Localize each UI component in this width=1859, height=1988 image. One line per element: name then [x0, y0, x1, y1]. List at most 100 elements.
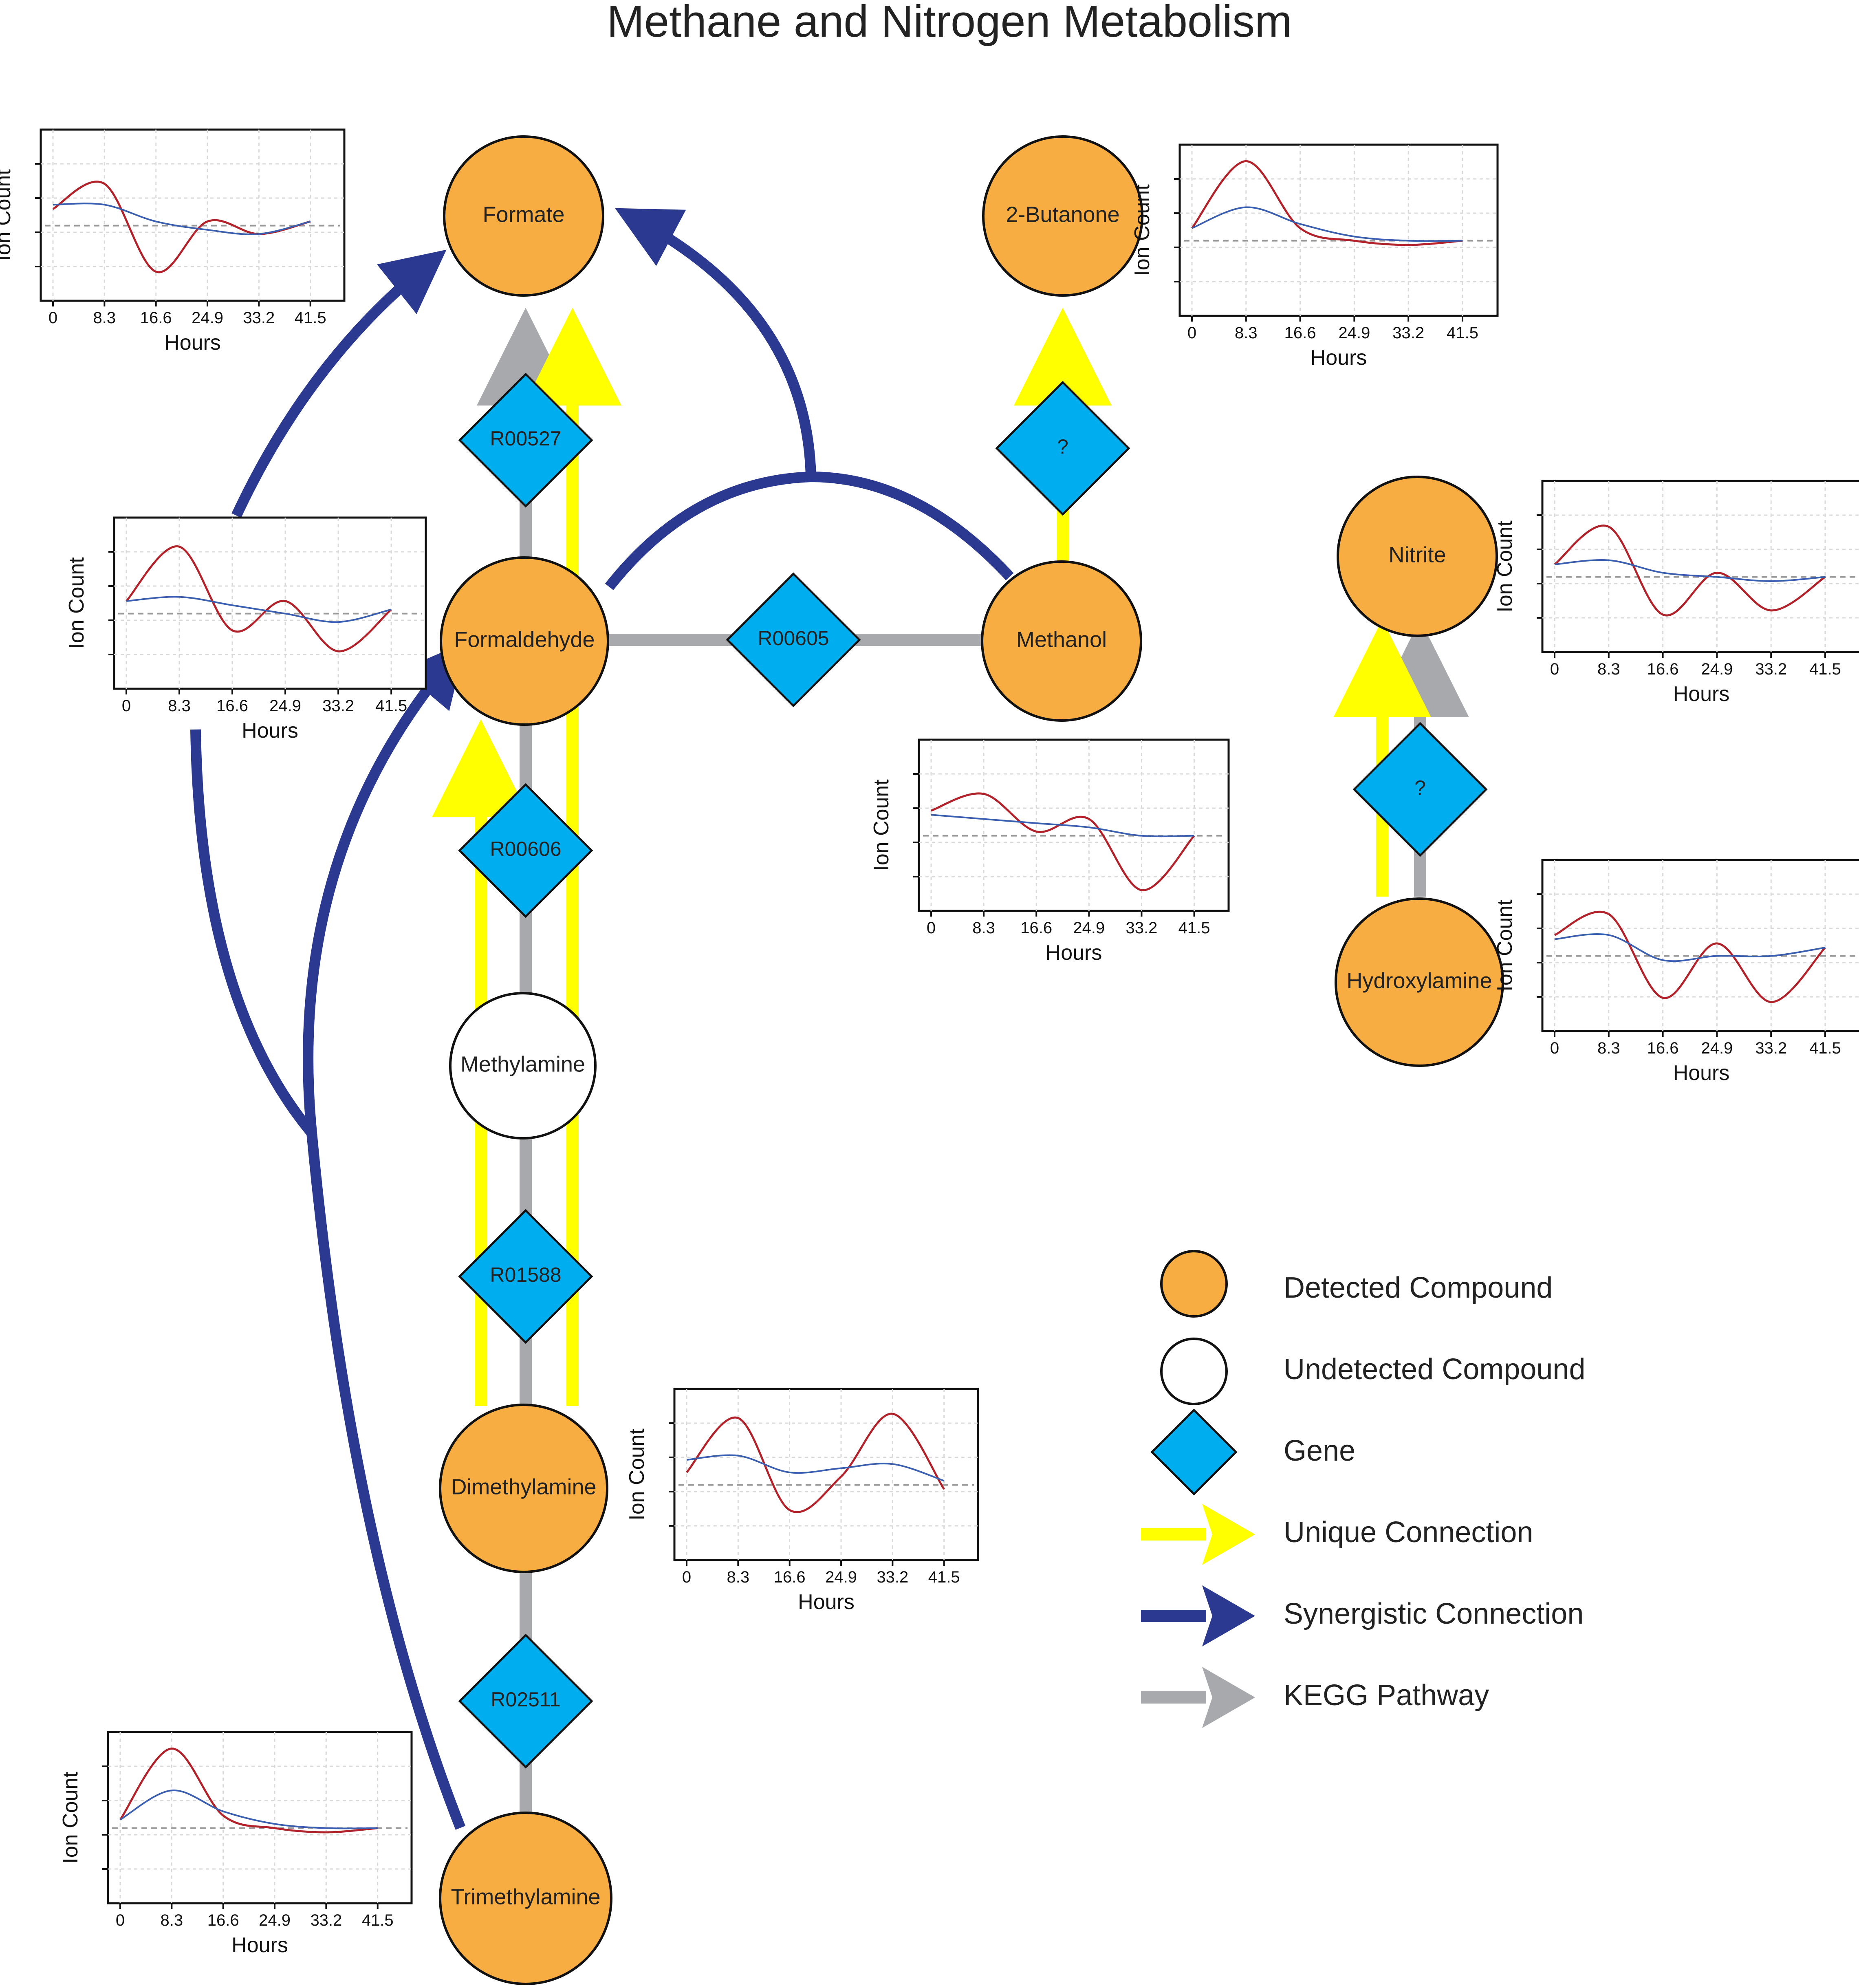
- legend-unique-label: Unique Connection: [1284, 1516, 1533, 1549]
- plot-tick-label: 0: [116, 1911, 125, 1929]
- node-nitrite[interactable]: Nitrite: [1337, 476, 1498, 637]
- plot-tick-label: 41.5: [928, 1568, 960, 1586]
- node-butanone[interactable]: 2-Butanone: [982, 135, 1143, 297]
- plot-tick-label: 0: [48, 309, 57, 327]
- plot-tick-label: 41.5: [1447, 324, 1478, 342]
- plot-tick-label: 16.6: [1647, 1039, 1679, 1057]
- plot-tick-label: 33.2: [310, 1911, 342, 1929]
- node-hydroxylamine[interactable]: Hydroxylamine: [1335, 897, 1504, 1067]
- node-formate-label: Formate: [482, 202, 564, 227]
- plot-tick-label: 33.2: [243, 309, 275, 327]
- synergistic-edge-trimethylamine-formaldehyde: [303, 642, 466, 1830]
- plot-smoothed-series: [119, 1790, 378, 1829]
- gene-butanone-unknown-label: ?: [1057, 435, 1068, 458]
- diagram-title: Methane and Nitrogen Metabolism: [607, 0, 1292, 46]
- plot-tick-label: 16.6: [140, 309, 172, 327]
- plot-smoothed-series: [126, 596, 392, 623]
- plot-tick-label: 24.9: [259, 1911, 291, 1929]
- node-nitrite-label: Nitrite: [1388, 542, 1446, 567]
- plot-frame: [113, 516, 427, 690]
- plot-y-axis-label: Ion Count: [1130, 184, 1154, 276]
- plot-tick-label: 8.3: [727, 1568, 750, 1586]
- plot-tick-label: 33.2: [1392, 324, 1424, 342]
- node-trimethylamine-label: Trimethylamine: [451, 1884, 600, 1909]
- plot-tick-label: 33.2: [1755, 1039, 1787, 1057]
- node-methanol-label: Methanol: [1016, 627, 1107, 652]
- plot-smoothed-series: [931, 814, 1194, 838]
- node-dimethylamine[interactable]: Dimethylamine: [439, 1404, 608, 1573]
- legend-kegg-label: KEGG Pathway: [1284, 1679, 1489, 1712]
- node-dimethylamine-label: Dimethylamine: [451, 1474, 596, 1499]
- plot-x-axis-label: Hours: [1673, 682, 1730, 706]
- plot-tick-label: 0: [1550, 1039, 1559, 1057]
- synergistic-edges: [190, 218, 1014, 1830]
- plot-tick-label: 41.5: [1809, 1039, 1841, 1057]
- gene-nitrite-unknown[interactable]: ?: [1352, 722, 1488, 857]
- plot-y-axis-label: Ion Count: [870, 779, 893, 871]
- node-butanone-label: 2-Butanone: [1006, 202, 1119, 227]
- gene-r01588[interactable]: R01588: [458, 1209, 593, 1344]
- plot-tick-label: 24.9: [269, 697, 301, 715]
- gene-r00605-label: R00605: [758, 627, 829, 650]
- plot-raw-series: [1191, 160, 1463, 246]
- plot-tick-label: 16.6: [1284, 324, 1316, 342]
- plot-tick-label: 24.9: [1073, 919, 1105, 937]
- plot-y-axis-label: Ion Count: [59, 1772, 82, 1864]
- plot-tick-label: 33.2: [1755, 660, 1787, 678]
- plot-tick-label: 41.5: [362, 1911, 394, 1929]
- plot-x-axis-label: Hours: [1311, 346, 1367, 370]
- node-methylamine[interactable]: Methylamine: [449, 992, 597, 1139]
- plot-tick-label: 8.3: [93, 309, 116, 327]
- synergistic-edge-branch: [190, 729, 316, 1137]
- legend-kegg-arrowhead: [1202, 1667, 1255, 1728]
- legend-undetected-swatch: [1160, 1338, 1228, 1405]
- plot-tick-label: 16.6: [774, 1568, 806, 1586]
- plot-tick-label: 33.2: [877, 1568, 908, 1586]
- compounds: Formate 2-Butanone Nitrite Formaldehyde …: [439, 135, 1504, 1985]
- plot-raw-series: [686, 1413, 945, 1513]
- plot-x-axis-label: Hours: [164, 331, 221, 355]
- gene-butanone-unknown[interactable]: ?: [995, 381, 1130, 516]
- plot-tick-label: 24.9: [1701, 660, 1733, 678]
- gene-r00606[interactable]: R00606: [458, 783, 593, 918]
- plot-tick-label: 0: [927, 919, 936, 937]
- node-formaldehyde[interactable]: Formaldehyde: [440, 556, 609, 726]
- plot-tick-label: 0: [1550, 660, 1559, 678]
- plot-tick-label: 41.5: [295, 309, 326, 327]
- gene-r02511[interactable]: R02511: [458, 1633, 593, 1769]
- gene-nitrite-unknown-label: ?: [1414, 776, 1426, 799]
- legend: Detected Compound Undetected Compound Ge…: [1141, 1250, 1586, 1728]
- plot-tick-label: 0: [122, 697, 131, 715]
- plot-tick-label: 16.6: [216, 697, 248, 715]
- legend-synergistic-label: Synergistic Connection: [1284, 1598, 1584, 1630]
- node-trimethylamine[interactable]: Trimethylamine: [439, 1812, 612, 1985]
- plot-frame: [40, 128, 346, 302]
- plot-frame: [107, 1731, 413, 1904]
- plot-tick-label: 16.6: [207, 1911, 239, 1929]
- plot-frame: [1541, 859, 1859, 1032]
- legend-undetected-label: Undetected Compound: [1284, 1353, 1586, 1386]
- plot-tick-label: 24.9: [825, 1568, 857, 1586]
- plot-smoothed-series: [1192, 206, 1463, 242]
- legend-detected-swatch: [1160, 1250, 1228, 1318]
- gene-r00527[interactable]: R00527: [458, 372, 593, 508]
- gene-r00605[interactable]: R00605: [726, 572, 861, 707]
- plot-tick-label: 8.3: [1597, 1039, 1620, 1057]
- gene-r02511-label: R02511: [491, 1688, 560, 1711]
- node-methanol[interactable]: Methanol: [981, 560, 1142, 722]
- plot-y-axis-label: Ion Count: [65, 557, 88, 649]
- node-formate[interactable]: Formate: [443, 135, 604, 297]
- plot-tick-label: 8.3: [972, 919, 995, 937]
- legend-gene-label: Gene: [1284, 1435, 1355, 1467]
- plot-x-axis-label: Hours: [1673, 1061, 1730, 1085]
- plot-raw-series: [1554, 525, 1826, 617]
- plot-tick-label: 41.5: [1809, 660, 1841, 678]
- plot-y-axis-label: Ion Count: [1493, 520, 1517, 613]
- plot-smoothed-series: [53, 203, 311, 236]
